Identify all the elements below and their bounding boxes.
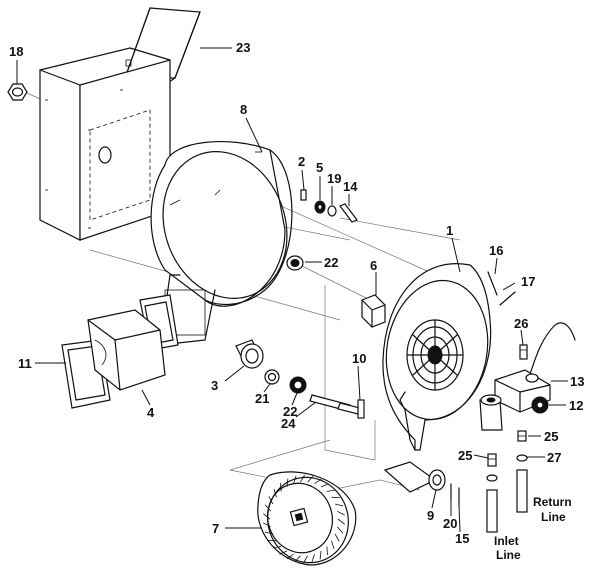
- callout-8: 8: [240, 102, 247, 117]
- inlet-line-label-2: Line: [496, 548, 521, 562]
- part-mounting-box: [39, 47, 171, 241]
- callout-3: 3: [211, 378, 218, 393]
- callout-27: 27: [547, 450, 561, 465]
- part-27-ring: [516, 454, 528, 462]
- part-12-plug: [531, 396, 549, 414]
- part-21-washer: [264, 369, 280, 385]
- wheel-blade: [326, 489, 335, 492]
- wheel-blade: [294, 555, 301, 563]
- part-22-bushing-upper: [286, 255, 304, 271]
- callout-24: 24: [281, 416, 296, 431]
- wheel-blade: [303, 555, 308, 564]
- wheel-blade: [311, 554, 315, 563]
- wheel-blade: [293, 475, 297, 484]
- wheel-blade: [334, 533, 340, 542]
- wheel-blade: [326, 546, 328, 556]
- wheel-blade: [335, 503, 344, 507]
- callout-21: 21: [255, 391, 269, 406]
- callout-26: 26: [514, 316, 528, 331]
- part-4-intake-boot: [87, 309, 166, 391]
- return-line-tube: [516, 469, 528, 513]
- callout-19: 19: [327, 171, 341, 186]
- callout-5: 5: [316, 160, 323, 175]
- part-7-blower-wheel: [257, 471, 357, 566]
- part-17-rod: [499, 291, 516, 306]
- hardware-group: [300, 189, 358, 223]
- callout-9: 9: [427, 508, 434, 523]
- return-line-label-2: Line: [541, 510, 566, 524]
- wheel-blade: [300, 474, 305, 483]
- callout-6: 6: [370, 258, 377, 273]
- part-3-bulkhead-fitting: [235, 339, 264, 369]
- callout-22-lower: 22: [283, 404, 297, 419]
- pump-filter: [479, 394, 503, 431]
- leader-lines: [16, 47, 568, 533]
- wheel-blade: [273, 546, 282, 549]
- wheel-blades: [263, 474, 345, 564]
- wheel-blade: [286, 478, 289, 488]
- callout-labels: 18 23 8 2 5 19 14 22 1 16 17 6 10 26 13 …: [9, 40, 584, 546]
- inlet-line-label-1: Inlet: [494, 534, 519, 548]
- part-1-motor-plate: [382, 263, 492, 451]
- part-22-bushing-lower: [289, 376, 307, 394]
- callout-15: 15: [455, 531, 469, 546]
- part-25-fitting-right: [517, 430, 527, 442]
- wheel-blade: [263, 522, 271, 528]
- callout-18: 18: [9, 44, 23, 59]
- part-6-block: [361, 294, 386, 328]
- callout-25-right: 25: [544, 429, 558, 444]
- callout-16: 16: [489, 243, 503, 258]
- callout-10: 10: [352, 351, 366, 366]
- callout-12: 12: [569, 398, 583, 413]
- callout-22-upper: 22: [324, 255, 338, 270]
- wheel-blade: [286, 553, 294, 560]
- wheel-blade: [280, 482, 282, 492]
- part-26-fitting: [519, 344, 528, 360]
- wheel-blade: [263, 513, 271, 520]
- callout-14: 14: [343, 179, 358, 194]
- wheel-blade: [268, 496, 274, 505]
- part-18-hex-nut: [7, 83, 28, 101]
- part-25-fitting-left: [487, 453, 497, 467]
- wheel-blade: [273, 488, 277, 498]
- part-16-rod: [487, 271, 498, 296]
- callout-7: 7: [212, 521, 219, 536]
- callout-4: 4: [147, 405, 155, 420]
- callout-17: 17: [521, 274, 535, 289]
- wheel-blade: [336, 526, 344, 534]
- return-line-label-1: Return: [533, 495, 572, 509]
- part-10-pin: [357, 399, 365, 419]
- wheel-blade: [314, 478, 322, 485]
- callout-2: 2: [298, 154, 305, 169]
- wheel-blade: [319, 550, 322, 560]
- wheel-blade: [264, 504, 272, 512]
- wheel-blade: [320, 483, 329, 488]
- inlet-line-tube: [486, 474, 498, 533]
- callout-11: 11: [18, 356, 32, 371]
- part-24-shaft: [309, 394, 361, 415]
- line-labels: Return Line Inlet Line: [494, 495, 572, 562]
- wheel-blade: [307, 475, 314, 483]
- part-11-gasket: [61, 294, 179, 409]
- part-9-coupler: [383, 461, 446, 493]
- wheel-blade: [337, 518, 345, 525]
- callout-20: 20: [443, 516, 457, 531]
- wheel-blade: [331, 540, 335, 550]
- wheel-blade: [279, 550, 288, 555]
- callout-13: 13: [570, 374, 584, 389]
- callout-1: 1: [446, 223, 453, 238]
- wheel-blade: [264, 531, 273, 535]
- callout-23: 23: [236, 40, 250, 55]
- callout-25-left: 25: [458, 448, 472, 463]
- wheel-blade: [337, 510, 345, 516]
